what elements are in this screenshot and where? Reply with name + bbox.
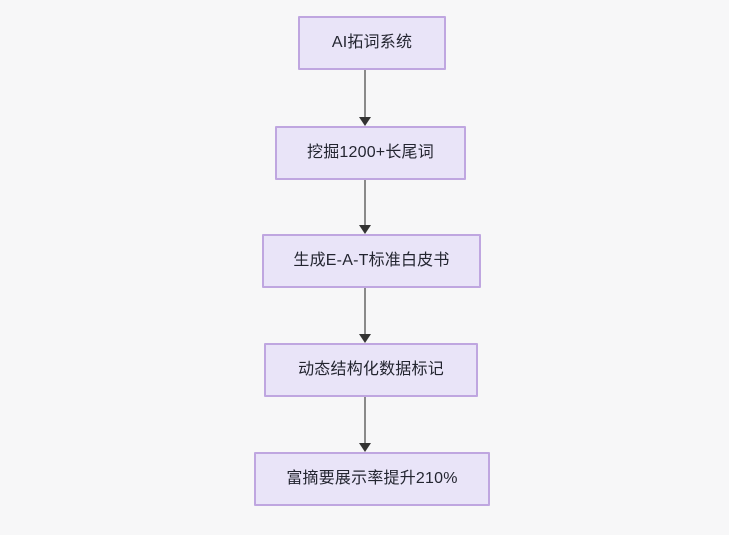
flow-node-rich-snippet-uplift[interactable]: 富摘要展示率提升210% — [254, 452, 490, 506]
arrowhead-down-icon — [359, 225, 371, 234]
flow-node-label: 富摘要展示率提升210% — [286, 470, 458, 488]
edge-line — [364, 397, 366, 444]
edge-line — [364, 70, 366, 118]
edge-line — [364, 288, 366, 335]
flow-node-label: 动态结构化数据标记 — [298, 361, 444, 379]
arrowhead-down-icon — [359, 334, 371, 343]
flow-node-ai-keyword-system[interactable]: AI拓词系统 — [298, 16, 446, 70]
flow-node-label: 生成E-A-T标准白皮书 — [293, 252, 450, 270]
flow-edge-n2-n3 — [358, 180, 372, 234]
arrowhead-down-icon — [359, 117, 371, 126]
flow-node-label: 挖掘1200+长尾词 — [307, 144, 434, 162]
arrowhead-down-icon — [359, 443, 371, 452]
flow-node-mine-longtail-keywords[interactable]: 挖掘1200+长尾词 — [275, 126, 466, 180]
flow-edge-n1-n2 — [358, 70, 372, 126]
flow-node-label: AI拓词系统 — [331, 34, 413, 52]
flow-edge-n4-n5 — [358, 397, 372, 452]
flow-node-generate-eat-whitepaper[interactable]: 生成E-A-T标准白皮书 — [262, 234, 481, 288]
flow-node-dynamic-structured-data[interactable]: 动态结构化数据标记 — [264, 343, 478, 397]
edge-line — [364, 180, 366, 226]
flow-edge-n3-n4 — [358, 288, 372, 343]
